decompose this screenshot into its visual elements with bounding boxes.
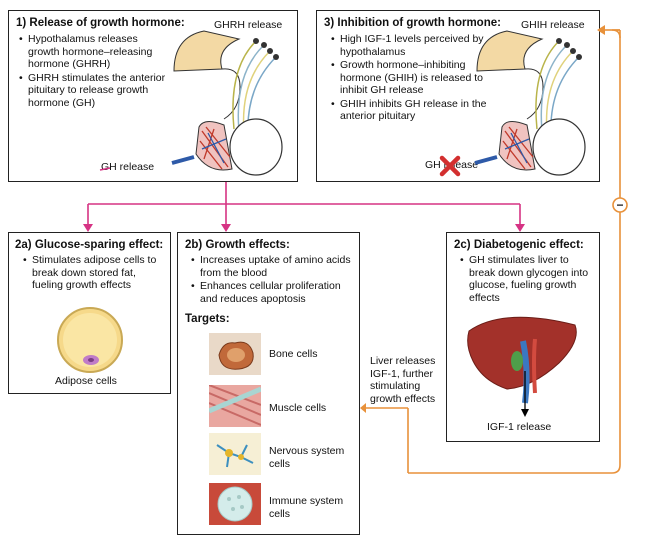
box2b-bullet: Increases uptake of amino acids from the…: [191, 254, 353, 279]
liver-image: [467, 316, 577, 417]
box2a-bullets: Stimulates adipose cells to break down s…: [23, 254, 163, 293]
box2a-bullet: Stimulates adipose cells to break down s…: [23, 254, 163, 292]
box1-bullets: Hypothalamus releases growth hormone–rel…: [19, 33, 169, 110]
nervous-cell-image: [209, 433, 261, 475]
box3-bullet: GHIH inhibits GH release in the anterior…: [331, 98, 503, 123]
box2c-title: 2c) Diabetogenic effect:: [454, 239, 584, 251]
box1-bullet: GHRH stimulates the anterior pituitary t…: [19, 72, 169, 110]
box-inhibition-growth-hormone: 3) Inhibition of growth hormone: High IG…: [316, 10, 600, 182]
pituitary-illustration: [171, 30, 283, 176]
targets-title: Targets:: [185, 313, 230, 325]
box-growth-effects: 2b) Growth effects: Increases uptake of …: [177, 232, 360, 535]
cross-icon: [439, 155, 461, 177]
box-release-growth-hormone: 1) Release of growth hormone: Hypothalam…: [8, 10, 298, 182]
box2b-bullets: Increases uptake of amino acids from the…: [191, 254, 353, 306]
pituitary-illustration: [474, 30, 586, 176]
inhibition-sign: −: [616, 198, 623, 212]
feedback-text: Liver releases IGF-1, further stimulatin…: [370, 355, 436, 405]
target-label: Immune system cells: [269, 495, 344, 520]
igf1-release-label: IGF-1 release: [487, 421, 552, 433]
box2b-bullet: Enhances cellular proliferation and redu…: [191, 280, 353, 305]
bone-cell-image: [209, 333, 261, 375]
box3-title: 3) Inhibition of growth hormone:: [324, 17, 501, 29]
ghih-release-label: GHIH release: [521, 19, 585, 31]
adipose-cells-label: Adipose cells: [55, 375, 117, 387]
target-label: Bone cells: [269, 348, 318, 360]
target-label: Muscle cells: [269, 402, 327, 414]
box3-bullets: High IGF-1 levels perceived by hypothala…: [331, 33, 503, 124]
box2a-title: 2a) Glucose-sparing effect:: [15, 239, 164, 251]
immune-cell-image: [209, 483, 261, 525]
ghrh-release-label: GHRH release: [214, 19, 283, 31]
box3-bullet: High IGF-1 levels perceived by hypothala…: [331, 33, 503, 58]
gh-release-label: GH release: [101, 161, 155, 173]
box3-bullet: Growth hormone–inhibiting hormone (GHIH)…: [331, 59, 503, 97]
muscle-cell-image: [209, 385, 261, 427]
box1-bullet: Hypothalamus releases growth hormone–rel…: [19, 33, 169, 71]
box-glucose-sparing: 2a) Glucose-sparing effect: Stimulates a…: [8, 232, 171, 394]
box-diabetogenic: 2c) Diabetogenic effect: GH stimulates l…: [446, 232, 600, 442]
box1-title: 1) Release of growth hormone:: [16, 17, 185, 29]
box2b-title: 2b) Growth effects:: [185, 239, 290, 251]
box2c-bullet: GH stimulates liver to break down glycog…: [460, 254, 592, 304]
box2c-bullets: GH stimulates liver to break down glycog…: [460, 254, 592, 305]
adipose-cell-image: [57, 307, 123, 373]
target-label: Nervous system cells: [269, 445, 345, 470]
